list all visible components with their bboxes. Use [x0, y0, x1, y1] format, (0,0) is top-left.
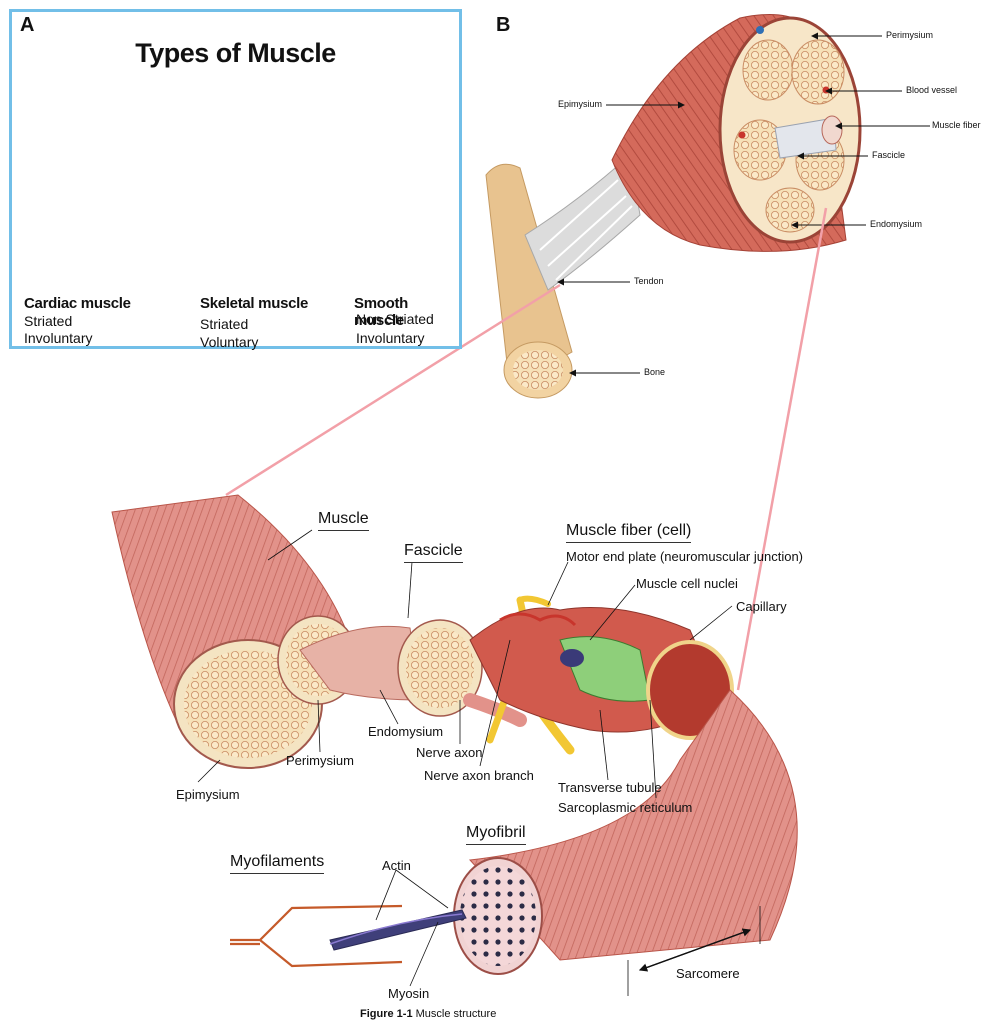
myofilaments-drawing — [230, 906, 466, 966]
label-endomysium: Endomysium — [368, 724, 443, 739]
muscle-cross-section — [720, 18, 860, 242]
large-muscle — [112, 495, 358, 768]
label-epimysium: Epimysium — [176, 787, 240, 802]
label-nerve-axon-branch: Nerve axon branch — [424, 768, 534, 783]
label-b-tendon: Tendon — [634, 276, 664, 286]
label-nerve-axon: Nerve axon — [416, 745, 482, 760]
label-myofilaments: Myofilaments — [230, 853, 324, 874]
label-b-bone: Bone — [644, 367, 665, 377]
label-actin: Actin — [382, 858, 411, 873]
panel-a-letter: A — [20, 14, 34, 37]
caption-number: Figure 1-1 — [360, 1008, 413, 1020]
label-b-muscle-fiber: Muscle fiber — [932, 120, 981, 130]
label-myosin: Myosin — [388, 986, 429, 1001]
label-b-fascicle: Fascicle — [872, 150, 905, 160]
caption-text: Muscle structure — [413, 1008, 497, 1020]
label-muscle-fiber: Muscle fiber (cell) — [566, 522, 691, 543]
figure-caption: Figure 1-1 Muscle structure — [360, 1008, 496, 1020]
panel-b-letter: B — [496, 14, 510, 37]
label-myofibril: Myofibril — [466, 824, 526, 845]
label-b-epimysium: Epimysium — [558, 99, 602, 109]
label-b-perimysium: Perimysium — [886, 30, 933, 40]
skeletal-muscle-name: Skeletal muscle — [200, 295, 308, 312]
cardiac-muscle-name: Cardiac muscle — [24, 295, 131, 312]
label-fascicle: Fascicle — [404, 542, 463, 563]
label-perimysium: Perimysium — [286, 753, 354, 768]
cardiac-muscle-prop1: Striated — [24, 313, 72, 329]
skeletal-muscle-prop1: Striated — [200, 316, 248, 332]
panel-a-title: Types of Muscle — [12, 38, 459, 69]
label-muscle-cell-nuclei: Muscle cell nuclei — [636, 576, 738, 591]
label-transverse-tubule: Transverse tubule — [558, 780, 662, 795]
label-b-blood-vessel: Blood vessel — [906, 85, 957, 95]
label-b-endomysium: Endomysium — [870, 219, 922, 229]
smooth-muscle-prop1: Non Striated — [356, 311, 434, 327]
label-muscle: Muscle — [318, 510, 369, 531]
panel-a-box: Types of Muscle Cardiac muscle Striated … — [9, 9, 462, 349]
label-motor-end-plate: Motor end plate (neuromuscular junction) — [566, 549, 803, 564]
label-sarcomere: Sarcomere — [676, 966, 740, 981]
skeletal-muscle-prop2: Voluntary — [200, 334, 258, 350]
label-sarcoplasmic-reticulum: Sarcoplasmic reticulum — [558, 800, 692, 815]
label-capillary: Capillary — [736, 599, 787, 614]
smooth-muscle-prop2: Involuntary — [356, 330, 424, 346]
cardiac-muscle-prop2: Involuntary — [24, 330, 92, 346]
